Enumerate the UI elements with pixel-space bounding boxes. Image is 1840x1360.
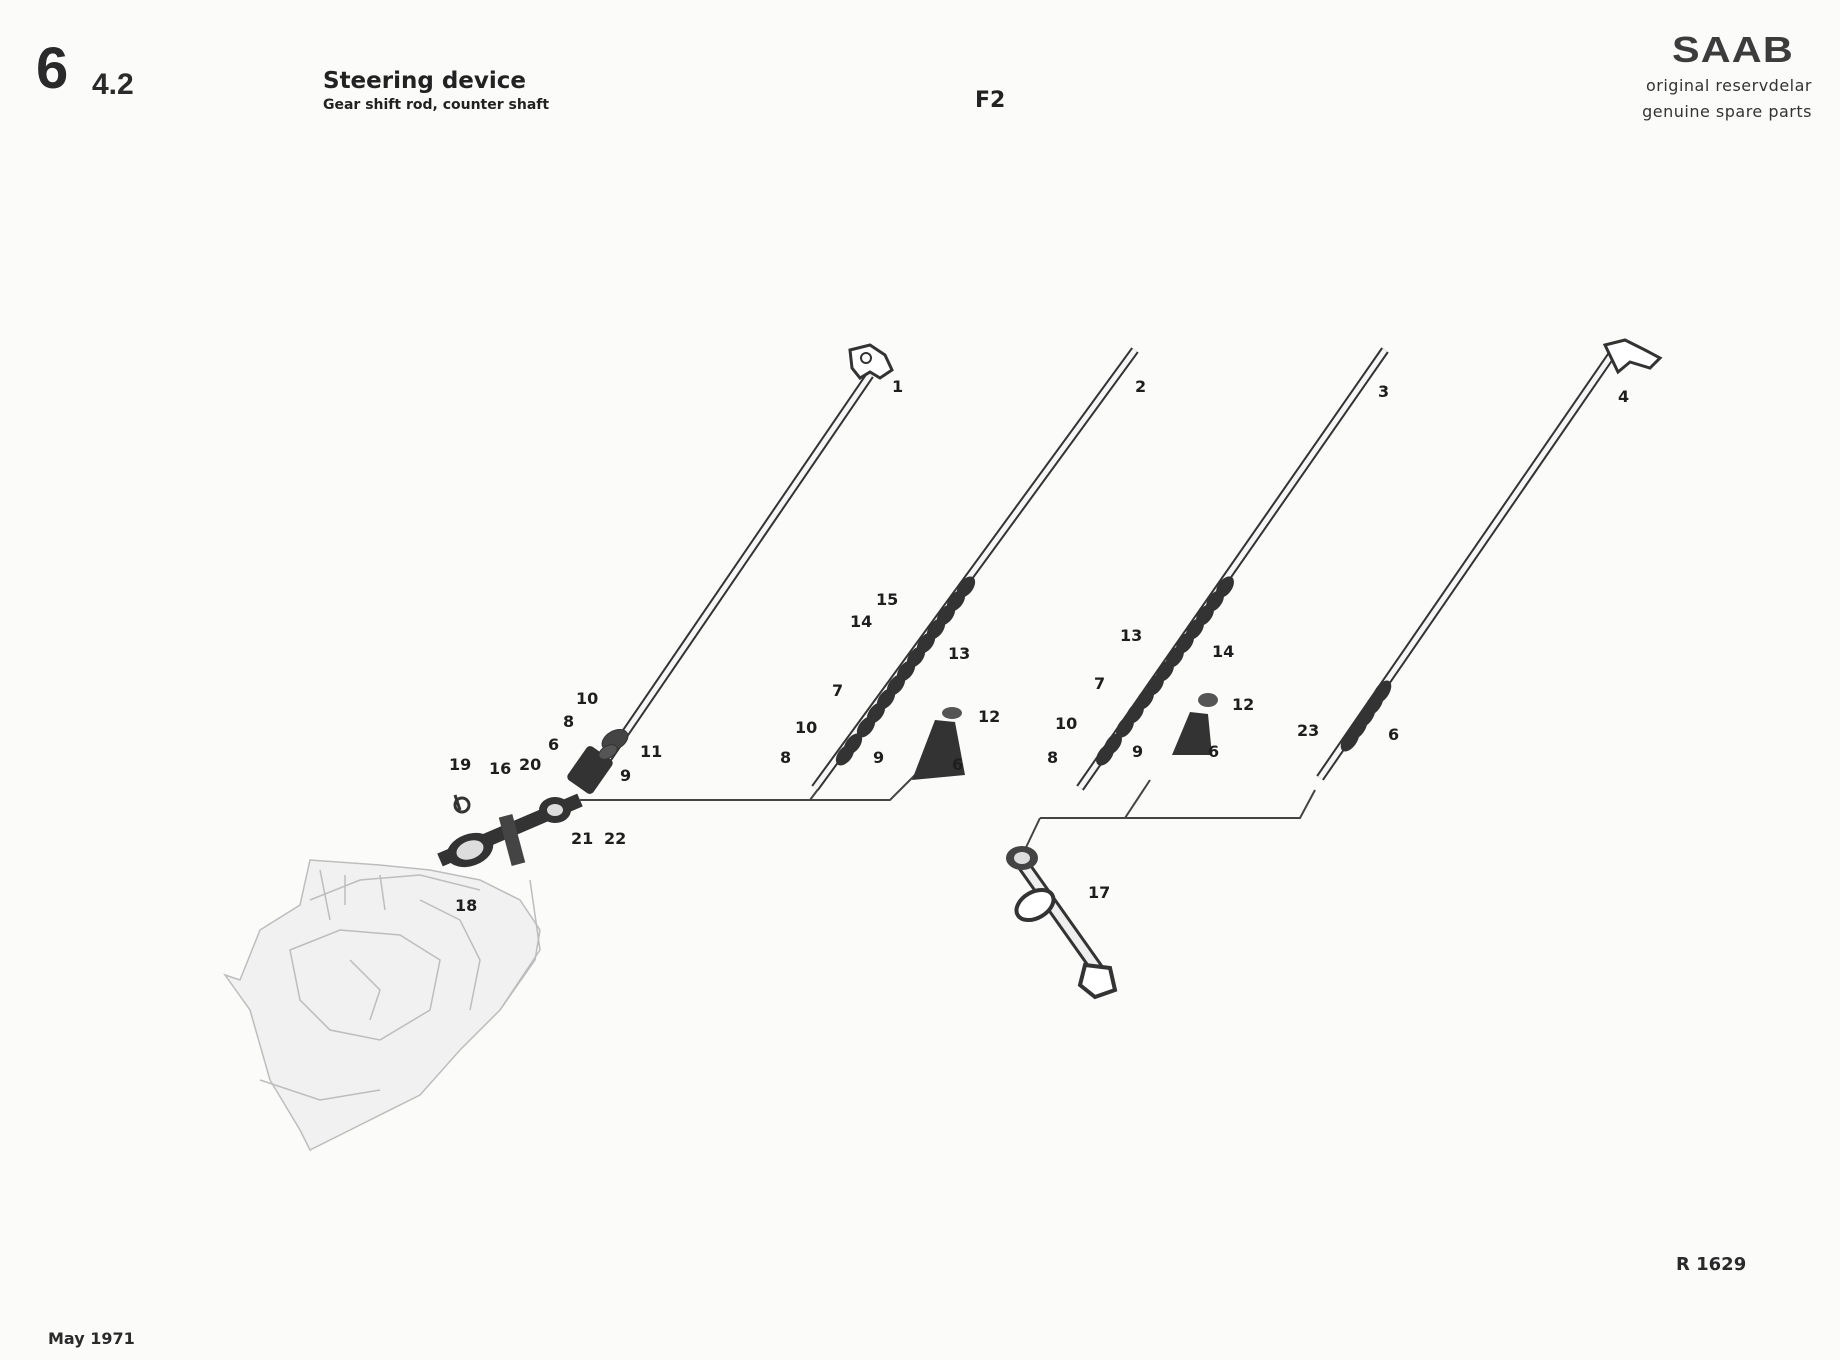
callout-label: 6 [1208, 742, 1219, 761]
plug-12a [942, 707, 962, 719]
callout-labels: 1 2 3 4 15 14 13 7 10 8 9 12 6 13 14 7 1… [449, 377, 1629, 915]
reference-code: R 1629 [1676, 1254, 1747, 1275]
callout-label: 6 [548, 735, 559, 754]
gear-shift-rod-4 [1316, 338, 1663, 781]
brand-tagline-swedish: original reservdelar [1645, 76, 1812, 95]
callout-label: 3 [1378, 382, 1389, 401]
counter-shaft-17 [1006, 846, 1118, 1000]
publication-date: May 1971 [48, 1329, 135, 1348]
leader-lines [580, 769, 1316, 861]
gearbox-housing-sketch [223, 859, 541, 1152]
gear-shift-rod-2 [811, 347, 1139, 791]
page-title: Steering device [323, 68, 527, 94]
callout-label: 17 [1088, 883, 1110, 902]
callout-label: 9 [873, 748, 884, 767]
callout-label: 15 [876, 590, 898, 609]
callout-label: 23 [1297, 721, 1319, 740]
callout-label: 8 [780, 748, 791, 767]
brand-tagline-english: genuine spare parts [1642, 102, 1812, 121]
callout-label: 9 [1132, 742, 1143, 761]
callout-label: 12 [978, 707, 1000, 726]
callout-label: 7 [832, 681, 843, 700]
rubber-boot-2 [912, 720, 965, 780]
callout-label: 10 [795, 718, 817, 737]
page-subtitle: Gear shift rod, counter shaft [323, 97, 550, 113]
callout-label: 20 [519, 755, 541, 774]
section-number: 4.2 [92, 68, 134, 101]
gear-shift-rod-1 [567, 343, 894, 794]
callout-label: 2 [1135, 377, 1146, 396]
shaft-coupling-assembly [437, 793, 583, 868]
callout-label: 12 [1232, 695, 1254, 714]
callout-label: 8 [1047, 748, 1058, 767]
callout-label: 1 [892, 377, 903, 396]
callout-label: 11 [640, 742, 662, 761]
callout-label: 8 [563, 712, 574, 731]
callout-label: 13 [1120, 626, 1142, 645]
saab-logo: SAAB [1672, 29, 1794, 70]
callout-label: 10 [576, 689, 598, 708]
gear-shift-rod-3 [1076, 347, 1389, 791]
callout-label: 6 [952, 755, 963, 774]
plug-12b [1198, 693, 1218, 707]
callout-label: 13 [948, 644, 970, 663]
callout-label: 9 [620, 766, 631, 785]
rubber-boot-3 [1172, 712, 1212, 755]
callout-label: 7 [1094, 674, 1105, 693]
callout-label: 18 [455, 896, 477, 915]
callout-label: 6 [1388, 725, 1399, 744]
callout-label: 19 [449, 755, 471, 774]
group-number: 6 [36, 36, 69, 101]
page-code: F2 [975, 88, 1006, 113]
callout-label: 22 [604, 829, 626, 848]
callout-label: 10 [1055, 714, 1077, 733]
callout-label: 16 [489, 759, 511, 778]
callout-label: 21 [571, 829, 593, 848]
callout-label: 14 [1212, 642, 1234, 661]
callout-label: 14 [850, 612, 872, 631]
callout-label: 4 [1618, 387, 1629, 406]
